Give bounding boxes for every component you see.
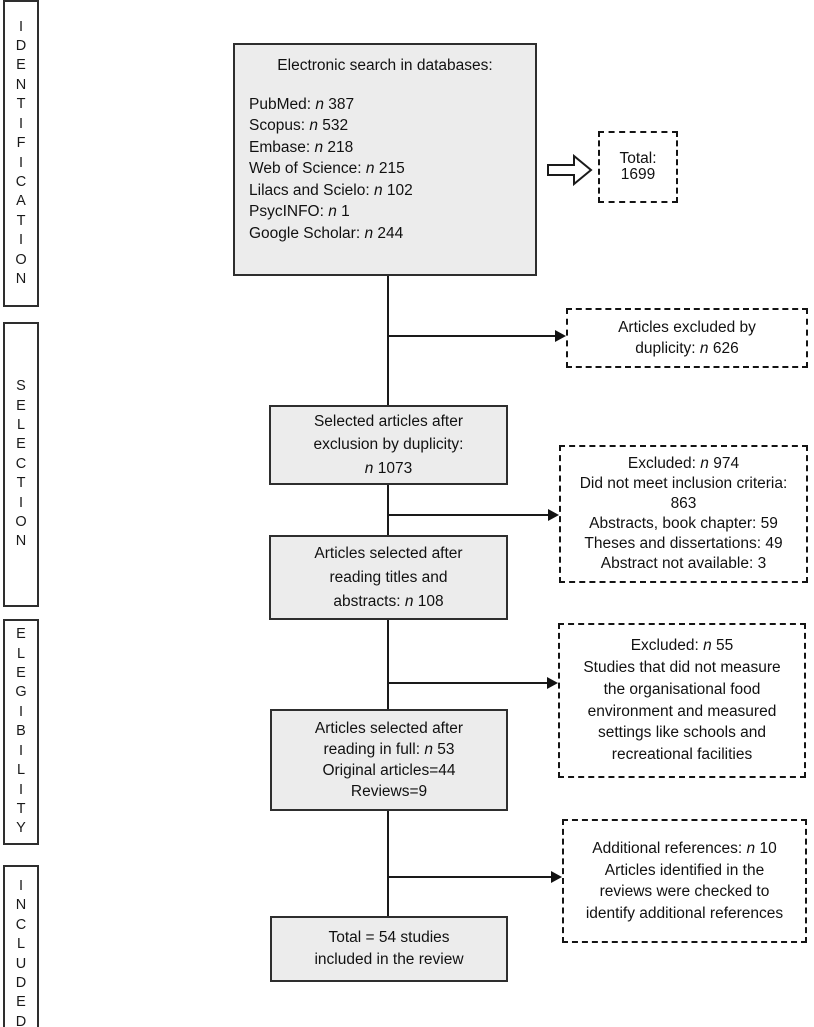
arrowhead-right-icon: [555, 330, 566, 342]
stage-identification: I D E N T I F I C A T I O N: [3, 0, 39, 307]
connector-line: [388, 682, 547, 684]
search-databases-box: Electronic search in databases: PubMed: …: [233, 43, 537, 276]
connector-line: [388, 514, 548, 516]
stage-selection: S E L E C T I O N: [3, 322, 39, 607]
stage-identification-label: I D E N T I F I C A T I O N: [15, 18, 27, 287]
stage-elegibility: E L E G I B I L I T Y: [3, 619, 39, 845]
total-records-box: Total:1699: [598, 131, 678, 203]
connector-line: [387, 276, 389, 405]
connector-line: [387, 620, 389, 709]
stage-included-label: I N C L U D E D: [15, 878, 27, 1027]
connector-line: [387, 811, 389, 916]
stage-included: I N C L U D E D: [3, 865, 39, 1027]
connector-line: [388, 876, 551, 878]
arrowhead-right-icon: [548, 509, 559, 521]
block-arrow-right-icon: [547, 154, 593, 186]
stage-selection-label: S E L E C T I O N: [15, 378, 27, 550]
arrowhead-right-icon: [551, 871, 562, 883]
stage-elegibility-label: E L E G I B I L I T Y: [15, 626, 27, 837]
connector-line: [387, 485, 389, 535]
connector-line: [388, 335, 556, 337]
arrowhead-right-icon: [547, 677, 558, 689]
search-databases-title: Electronic search in databases:: [277, 57, 493, 74]
total-records-text: Total:1699: [619, 150, 657, 183]
